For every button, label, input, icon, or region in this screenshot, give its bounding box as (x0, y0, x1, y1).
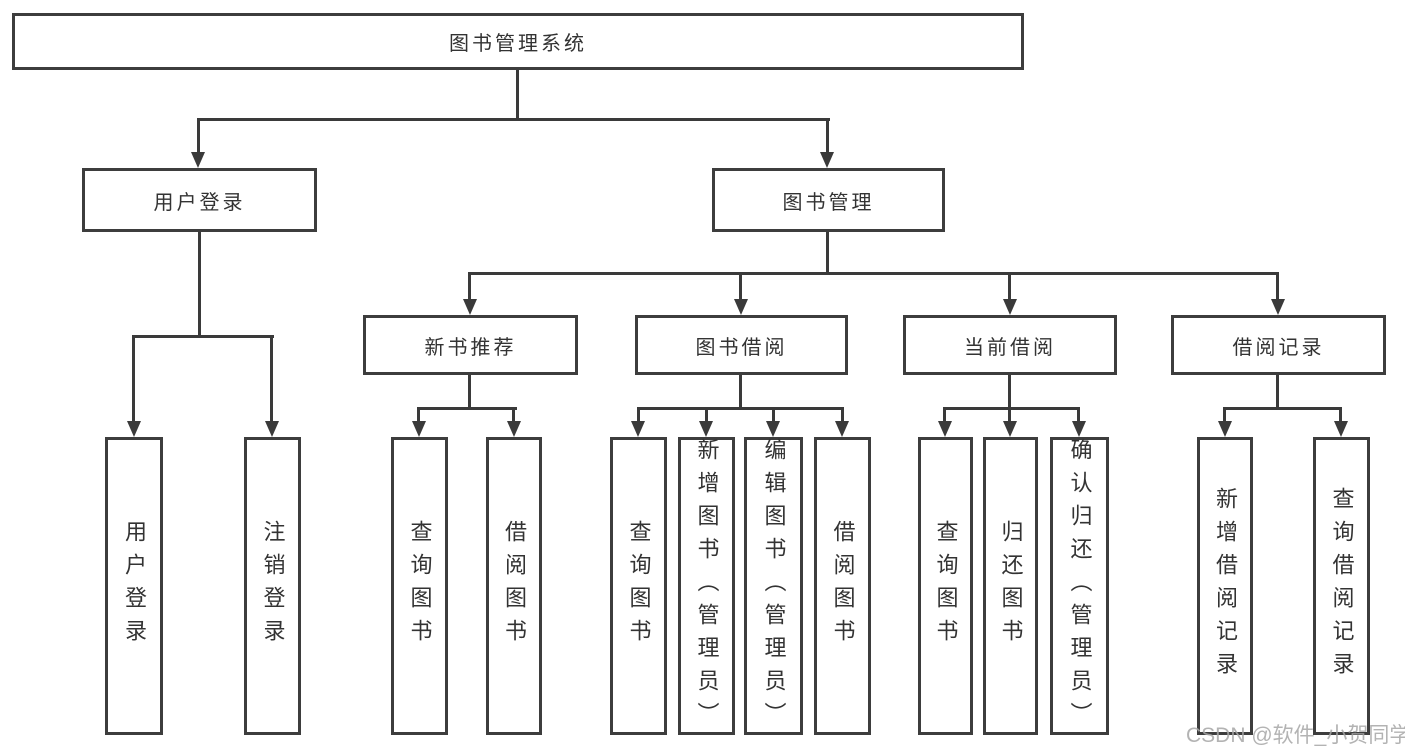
arrow-down-nbr-query (412, 421, 426, 437)
leaf-add-borrow-record: 新增借阅记录 (1197, 437, 1253, 735)
node-user-login: 用户登录 (82, 168, 317, 232)
arrow-down-bb-query (631, 421, 645, 437)
connector-drop-user-login (197, 118, 200, 155)
leaf-add-borrow-record-label: 新增借阅记录 (1213, 487, 1238, 685)
leaf-logout: 注销登录 (244, 437, 301, 735)
connector-drop-bb-add (705, 407, 708, 421)
arrow-down-cb-return (1003, 421, 1017, 437)
node-current-borrowing: 当前借阅 (903, 315, 1117, 375)
node-borrowing-records-label: 借阅记录 (1232, 336, 1325, 359)
connector-current-borrowing-stem (1008, 375, 1011, 407)
arrow-down-user-login (191, 152, 205, 168)
arrow-down-bb-borrow (835, 421, 849, 437)
arrow-down-cb-query (938, 421, 952, 437)
leaf-query-books-recommend-label: 查询图书 (407, 520, 433, 652)
leaf-query-books-current: 查询图书 (918, 437, 973, 735)
connector-drop-borrowing-records (1276, 272, 1279, 301)
leaf-borrow-books-recommend-label: 借阅图书 (502, 520, 527, 652)
connector-new-book-rec-branch (417, 407, 517, 410)
leaf-query-borrow-record-label: 查询借阅记录 (1329, 487, 1355, 685)
arrow-down-nbr-borrow (507, 421, 521, 437)
leaf-borrow-books-label: 借阅图书 (830, 520, 856, 652)
arrow-down-br-add (1218, 421, 1232, 437)
node-root: 图书管理系统 (12, 13, 1024, 70)
node-current-borrowing-label: 当前借阅 (964, 336, 1056, 359)
arrow-down-borrowing-records (1271, 299, 1285, 315)
connector-book-borrowing-stem (739, 375, 742, 407)
arrow-down-current-borrowing (1003, 299, 1017, 315)
node-root-label: 图书管理系统 (449, 33, 587, 55)
connector-drop-br-query (1339, 407, 1342, 421)
leaf-query-books-borrow: 查询图书 (610, 437, 667, 735)
leaf-query-books-current-label: 查询图书 (933, 520, 959, 652)
csdn-watermark: CSDN @软件_小贺同学 (1186, 724, 1405, 747)
connector-borrowing-records-branch (1223, 407, 1342, 410)
node-new-book-recommendation: 新书推荐 (363, 315, 578, 375)
leaf-query-books-borrow-label: 查询图书 (626, 520, 652, 652)
arrow-down-cb-confirm (1072, 421, 1086, 437)
connector-drop-nbr-query (417, 407, 420, 421)
leaf-user-login-label: 用户登录 (122, 520, 147, 652)
node-book-management: 图书管理 (712, 168, 945, 232)
node-borrowing-records: 借阅记录 (1171, 315, 1386, 375)
leaf-query-books-recommend: 查询图书 (391, 437, 448, 735)
arrow-down-leaf-logout (265, 421, 279, 437)
leaf-add-books-admin-label: 新增图书（管理员） (694, 437, 720, 735)
leaf-query-borrow-record: 查询借阅记录 (1313, 437, 1370, 735)
connector-root-stem (516, 70, 519, 118)
leaf-borrow-books: 借阅图书 (814, 437, 871, 735)
connector-book-management-branch (468, 272, 1279, 275)
connector-drop-cb-confirm (1077, 407, 1080, 421)
connector-drop-bb-query (637, 407, 640, 421)
connector-drop-nbr-borrow (512, 407, 515, 421)
leaf-return-books: 归还图书 (983, 437, 1038, 735)
leaf-confirm-return-admin: 确认归还（管理员） (1050, 437, 1109, 735)
arrow-down-new-book-rec (463, 299, 477, 315)
connector-user-login-branch (132, 335, 274, 338)
connector-current-borrowing-branch (943, 407, 1080, 410)
connector-drop-br-add (1223, 407, 1226, 421)
node-book-management-label: 图书管理 (782, 191, 875, 214)
arrow-down-bb-add (699, 421, 713, 437)
connector-drop-leaf-logout (270, 335, 273, 421)
connector-new-book-rec-stem (468, 375, 471, 407)
leaf-logout-label: 注销登录 (260, 520, 286, 652)
connector-drop-book-management (826, 118, 829, 155)
connector-drop-cb-return (1008, 407, 1011, 421)
leaf-confirm-return-admin-label: 确认归还（管理员） (1067, 437, 1093, 735)
leaf-borrow-books-recommend: 借阅图书 (486, 437, 542, 735)
connector-drop-bb-edit (772, 407, 775, 421)
connector-book-management-stem (826, 232, 829, 272)
node-user-login-label: 用户登录 (153, 191, 246, 214)
arrow-down-br-query (1334, 421, 1348, 437)
leaf-add-books-admin: 新增图书（管理员） (678, 437, 735, 735)
connector-drop-leaf-user-login (132, 335, 135, 421)
node-book-borrowing-label: 图书借阅 (695, 336, 788, 359)
leaf-edit-books-admin: 编辑图书（管理员） (744, 437, 803, 735)
connector-book-borrowing-branch (637, 407, 844, 410)
leaf-edit-books-admin-label: 编辑图书（管理员） (761, 437, 787, 735)
leaf-return-books-label: 归还图书 (998, 520, 1024, 652)
connector-drop-current-borrowing (1008, 272, 1011, 301)
connector-drop-cb-query (943, 407, 946, 421)
arrow-down-bb-edit (766, 421, 780, 437)
arrow-down-leaf-user-login (127, 421, 141, 437)
node-book-borrowing: 图书借阅 (635, 315, 848, 375)
connector-drop-new-book-rec (468, 272, 471, 301)
connector-user-login-stem (198, 232, 201, 335)
leaf-user-login: 用户登录 (105, 437, 163, 735)
arrow-down-book-borrowing (734, 299, 748, 315)
arrow-down-book-management (820, 152, 834, 168)
connector-drop-bb-borrow (841, 407, 844, 421)
node-new-book-recommendation-label: 新书推荐 (424, 336, 517, 359)
connector-drop-book-borrowing (739, 272, 742, 301)
connector-root-branch (197, 118, 830, 121)
connector-borrowing-records-stem (1276, 375, 1279, 407)
